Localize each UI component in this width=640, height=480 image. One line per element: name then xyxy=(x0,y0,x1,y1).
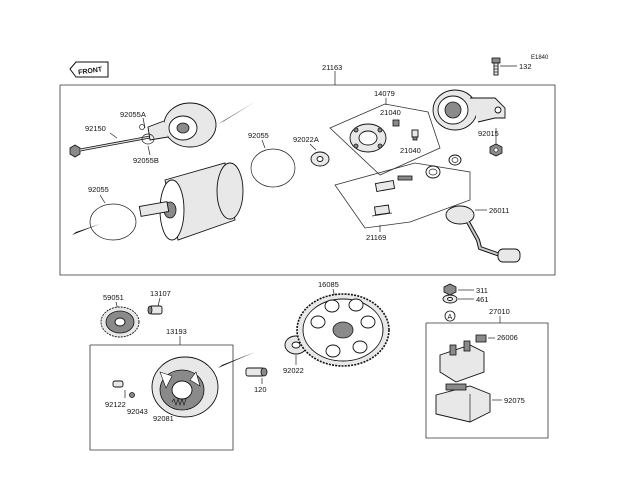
callout-92055-left: 92055 xyxy=(88,185,109,194)
callout-21163: 21163 xyxy=(322,63,342,72)
front-label: FRONT xyxy=(78,66,104,76)
cable-26011-icon xyxy=(445,205,521,263)
callout-21040-a: 21040 xyxy=(380,108,401,117)
bolt-92150-icon xyxy=(69,135,151,158)
nut-92015-icon xyxy=(489,143,503,157)
brush-holder-icon xyxy=(371,175,413,217)
callout-461: 461 xyxy=(476,295,489,304)
starter-gear-16085-icon xyxy=(296,293,390,367)
end-cover-icon xyxy=(432,89,506,131)
diagram-id: E1840 xyxy=(531,55,549,61)
reference-a-marker xyxy=(444,310,456,322)
callout-26006: 26006 xyxy=(497,333,518,342)
front-cover-icon xyxy=(147,102,217,148)
clutch-arrow-icon xyxy=(218,352,255,368)
callout-92075: 92075 xyxy=(504,396,525,405)
callout-92081: 92081 xyxy=(153,414,174,423)
callout-16085: 16085 xyxy=(318,280,339,289)
washer-461-icon xyxy=(442,294,458,304)
callout-132: 132 xyxy=(519,62,532,71)
callout-92022a: 92022A xyxy=(293,135,319,144)
brush-plate-icon xyxy=(349,123,387,153)
callout-92015: 92015 xyxy=(478,129,499,138)
roller-92122-icon xyxy=(112,380,124,388)
callout-311: 311 xyxy=(476,286,488,295)
callout-21040-b: 21040 xyxy=(400,146,421,155)
relay-case-92075-icon xyxy=(435,383,491,423)
nut-311-icon xyxy=(443,283,457,296)
callout-92150: 92150 xyxy=(85,124,106,133)
callout-13107: 13107 xyxy=(150,289,171,298)
bolt-132-icon xyxy=(491,57,501,76)
washer-92022a-icon xyxy=(310,151,330,167)
starter-clutch-icon xyxy=(151,356,219,418)
callout-120: 120 xyxy=(254,385,267,394)
callout-92122: 92122 xyxy=(105,400,126,409)
assembly-arrow-icon xyxy=(218,102,255,124)
callout-59051: 59051 xyxy=(103,293,124,302)
spring-92081-icon xyxy=(171,397,187,407)
reference-a-label: A xyxy=(448,314,453,321)
callout-92055-top: 92055 xyxy=(248,131,269,140)
oring-92055b-icon xyxy=(141,133,155,145)
idle-gear-59051-icon xyxy=(100,306,140,338)
relay-assembly-box xyxy=(425,322,549,439)
assembly-arrow-left-icon xyxy=(72,224,100,235)
pin-120-icon xyxy=(245,367,268,377)
motor-yoke-icon xyxy=(138,162,244,241)
callout-92022: 92022 xyxy=(283,366,304,375)
callout-13193: 13193 xyxy=(166,327,187,336)
callout-21169: 21169 xyxy=(366,233,386,242)
brush-holder-box xyxy=(334,162,471,229)
callout-14079: 14079 xyxy=(374,89,395,98)
washer-92055a-icon xyxy=(139,124,145,130)
callout-26011: 26011 xyxy=(489,206,509,215)
brush-21040-a-icon xyxy=(392,119,400,127)
callout-92055a: 92055A xyxy=(120,110,146,119)
callout-92043: 92043 xyxy=(127,407,148,416)
oring-92055-left-icon xyxy=(89,203,137,241)
brush-21040-b-icon xyxy=(411,129,419,141)
relay-switch-icon xyxy=(439,334,487,383)
oring-92055-top-icon xyxy=(250,148,296,188)
spring-icon xyxy=(425,154,462,179)
callout-27010: 27010 xyxy=(489,307,510,316)
brush-plate-box xyxy=(329,103,441,176)
plunger-92043-icon xyxy=(129,392,135,398)
shaft-13107-icon xyxy=(147,305,163,315)
starter-assembly-box xyxy=(59,84,556,276)
callout-92055b: 92055B xyxy=(133,156,159,165)
clutch-assembly-box xyxy=(89,344,234,451)
front-direction-icon: FRONT xyxy=(69,61,109,78)
